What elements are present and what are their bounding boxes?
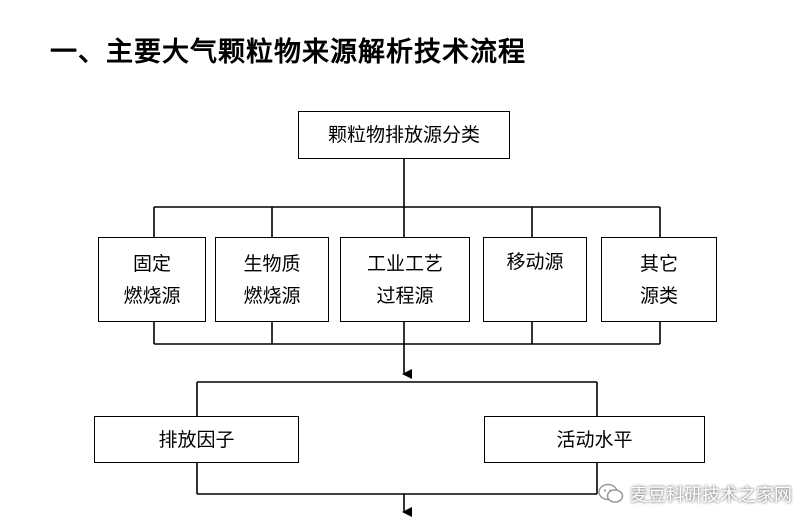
source-node-label-1: 工业工艺 xyxy=(366,252,443,275)
source-node-label-1: 其它 xyxy=(639,252,678,275)
page-title: 一、主要大气颗粒物来源解析技术流程 xyxy=(50,37,526,68)
source-node-mobile: 移动源 xyxy=(483,237,587,322)
source-node-biomass-combustion: 生物质 燃烧源 xyxy=(215,237,329,322)
watermark-text: 麦豆科研技术之家网 xyxy=(630,485,792,506)
wechat-icon xyxy=(598,483,624,503)
source-node-label-2: 源类 xyxy=(639,284,678,307)
emission-factor-label: 排放因子 xyxy=(158,428,235,451)
source-node-label-1: 移动源 xyxy=(506,251,564,273)
source-node-industrial-process: 工业工艺 过程源 xyxy=(340,237,470,322)
source-node-other: 其它 源类 xyxy=(601,237,717,322)
root-node: 颗粒物排放源分类 xyxy=(298,111,510,159)
source-node-label-2: 燃烧源 xyxy=(123,284,181,307)
source-node-label-1: 生物质 xyxy=(243,252,301,275)
watermark: 麦豆科研技术之家网 xyxy=(598,481,792,507)
source-node-label-2: 燃烧源 xyxy=(243,284,301,307)
source-node-fixed-combustion: 固定 燃烧源 xyxy=(98,237,206,322)
activity-level-label: 活动水平 xyxy=(556,428,633,451)
activity-level-node: 活动水平 xyxy=(484,416,705,463)
source-node-label-1: 固定 xyxy=(132,252,171,275)
source-node-label-2: 过程源 xyxy=(376,284,434,307)
emission-factor-node: 排放因子 xyxy=(94,416,299,463)
root-node-label: 颗粒物排放源分类 xyxy=(327,124,480,146)
